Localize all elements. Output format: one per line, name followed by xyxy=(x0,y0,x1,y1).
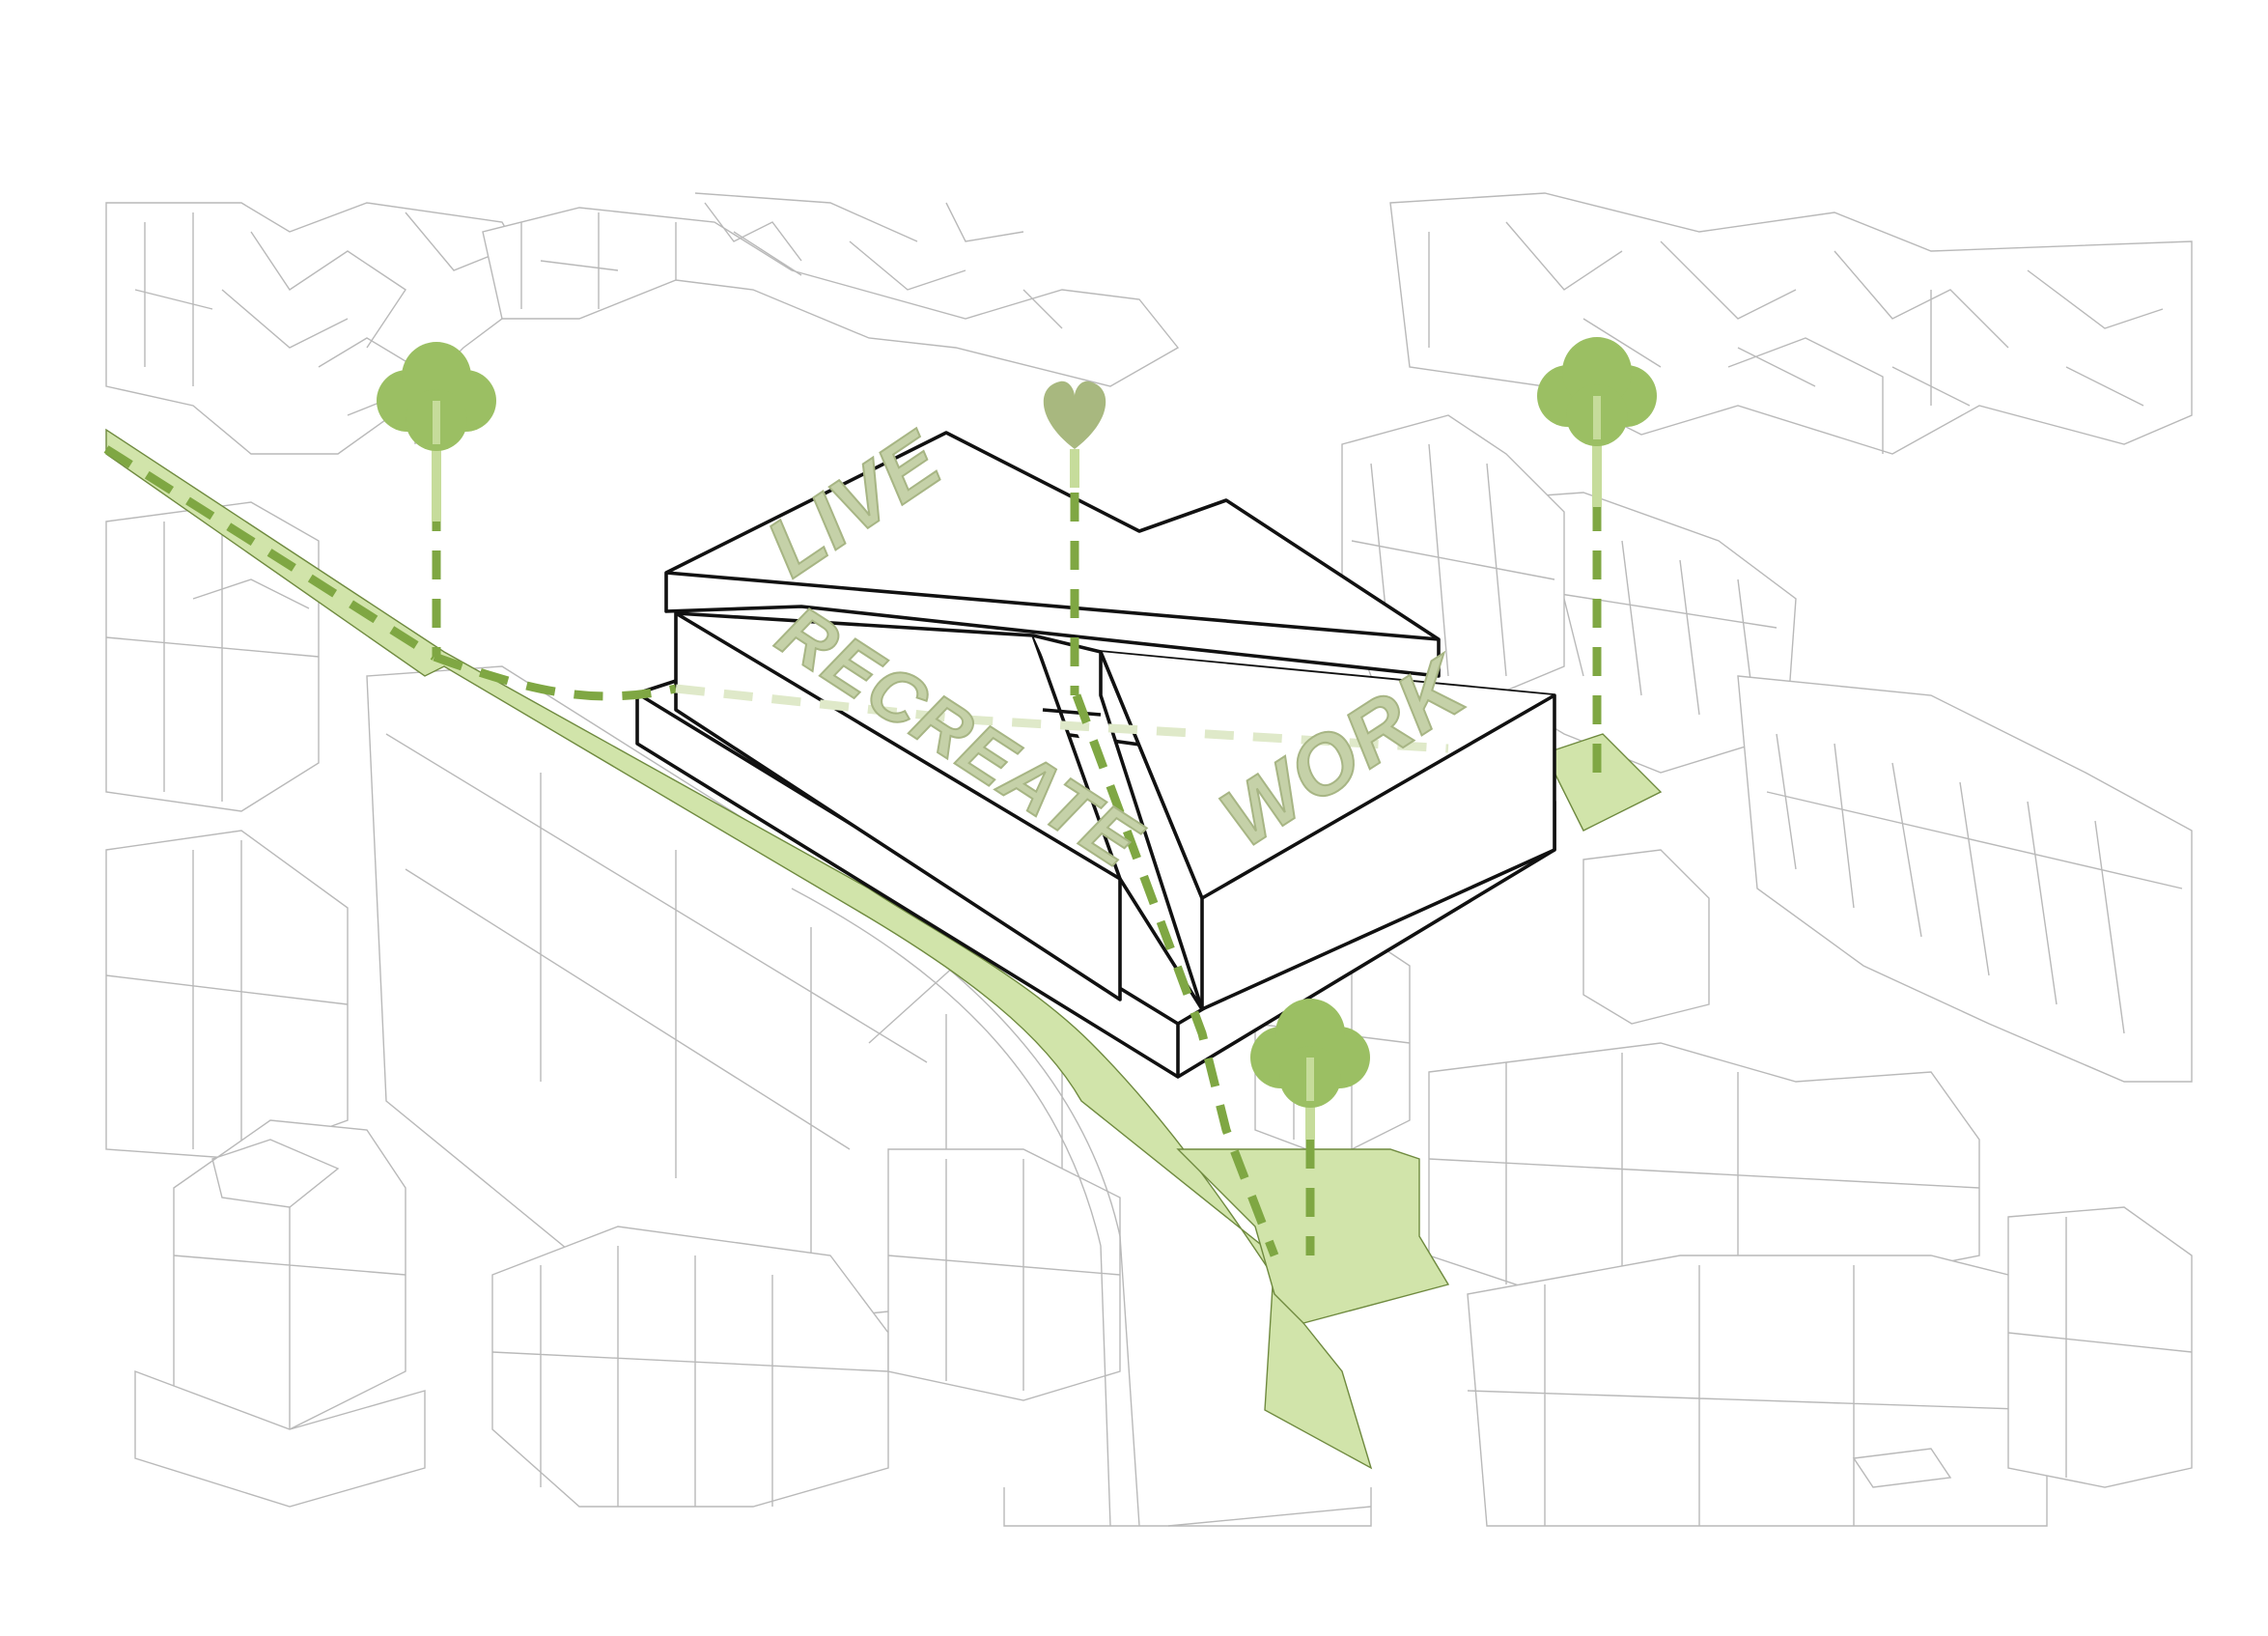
heart-icon xyxy=(1044,381,1106,488)
